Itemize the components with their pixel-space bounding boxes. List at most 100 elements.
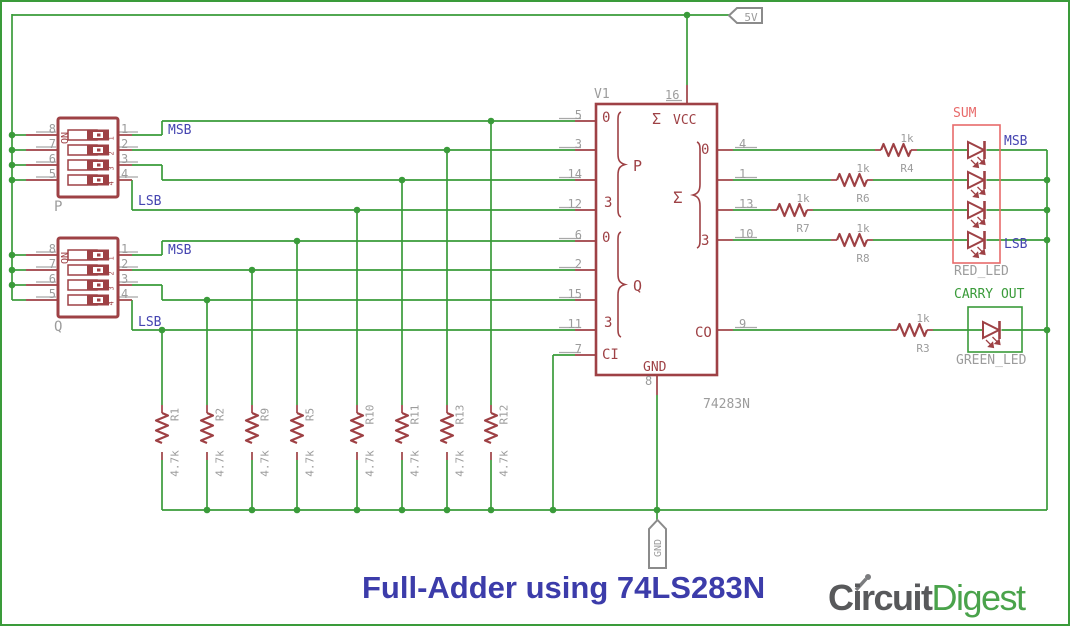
dip-q-on-label: ON	[60, 251, 71, 265]
p-group-brace	[617, 111, 629, 218]
resistor-value: 1k	[856, 162, 870, 175]
net-label-sum-lsb: LSB	[1004, 237, 1028, 252]
ic-vcc-label: VCC	[673, 113, 697, 128]
ic-pin-number: 2	[574, 257, 582, 271]
brand-logo: CircuitDigest	[828, 577, 1027, 618]
ic-pin-number: 3	[574, 137, 582, 151]
resistor-value: 4.7k	[497, 450, 511, 477]
junction-dots	[8, 11, 1051, 514]
sum-block-label: SUM	[953, 106, 977, 121]
dip-p-slider-digit: 2	[107, 151, 116, 156]
sum-led-box	[952, 124, 1001, 264]
dip-p-pin-number: 2	[121, 137, 129, 151]
dip-q-pin-number: 1	[121, 242, 129, 256]
dip-switch-p	[56, 116, 120, 199]
resistor-value: 1k	[796, 192, 810, 205]
ic-q-group-last: 3	[604, 315, 613, 331]
ic-pin-number: 10	[739, 227, 754, 241]
resistor-name: R11	[408, 404, 422, 425]
ic-designator: V1	[594, 87, 610, 102]
ic-sum-group-label: Σ	[673, 188, 683, 207]
resistor-name: R2	[213, 407, 227, 422]
dip-q-pin-number: 7	[48, 257, 56, 271]
net-label-q-lsb: LSB	[138, 315, 162, 330]
net-label-sum-msb: MSB	[1004, 134, 1028, 149]
dip-q-slider-digit: 4	[107, 301, 116, 306]
ic-sum-group-first: 0	[701, 142, 710, 158]
gnd-flag-label: GND	[653, 538, 664, 558]
wire-nets	[11, 14, 1048, 520]
ic-ci-label: CI	[602, 347, 619, 363]
dip-q-slider-digit: 2	[107, 271, 116, 276]
sum-device-name: RED_LED	[954, 264, 1009, 279]
dip-p-pin-number: 6	[48, 152, 56, 166]
dip-q-slider-digit: 1	[107, 256, 116, 261]
resistor-value: 4.7k	[363, 450, 377, 477]
dip-switch-q	[56, 236, 120, 319]
ic-pin-number: 4	[739, 137, 747, 151]
logo-screwdriver-icon	[854, 574, 871, 592]
sum-group-brace	[689, 141, 701, 249]
resistor-value: 4.7k	[258, 450, 272, 477]
ic-74283n-body	[594, 102, 719, 377]
ic-part-number: 74283N	[703, 397, 750, 412]
resistor-value: 1k	[916, 312, 930, 325]
dip-p-pin-number: 3	[121, 152, 129, 166]
dip-q-pin-number: 4	[121, 287, 129, 301]
ic-co-label: CO	[695, 325, 712, 341]
ic-q-group-first: 0	[602, 230, 611, 246]
logo-digest: Digest	[931, 577, 1027, 618]
dip-p-slider-digit: 1	[107, 136, 116, 141]
ic-q-group-label: Q	[633, 277, 643, 295]
ic-p-group-label: P	[633, 157, 643, 175]
sum-led-3	[968, 201, 985, 227]
dip-p-slider-digit: 3	[107, 166, 116, 171]
dip-q-pin-number: 2	[121, 257, 129, 271]
dip-p-pin-number: 7	[48, 137, 56, 151]
dip-p-pin-number: 4	[121, 167, 129, 181]
dip-q-pin-number: 3	[121, 272, 129, 286]
resistor-name: R1	[168, 407, 182, 422]
sum-led-lsb	[968, 231, 985, 257]
component-pin-stubs	[26, 85, 933, 460]
ic-pin-number: 14	[567, 167, 582, 181]
dip-q-pin-number: 8	[48, 242, 56, 256]
q-group-brace	[617, 231, 629, 338]
ic-pin-number: 1	[739, 167, 747, 181]
vcc-flag	[727, 7, 763, 24]
resistor-name: R4	[900, 162, 914, 175]
vcc-flag-label: 5V	[744, 11, 758, 24]
sum-led-2	[968, 171, 985, 197]
ic-sigma-symbol: Σ	[652, 110, 662, 128]
ic-p-group-last: 3	[604, 195, 613, 211]
net-label-q-msb: MSB	[168, 243, 192, 258]
ic-pin-number: 7	[574, 342, 582, 356]
ic-pin-number-vcc: 16	[665, 88, 680, 102]
resistor-name: R10	[363, 404, 377, 425]
ic-pin-number: 6	[574, 228, 582, 242]
ic-pin-number: 11	[567, 317, 582, 331]
carry-block-label: CARRY OUT	[954, 287, 1025, 302]
resistor-name: R7	[796, 222, 810, 235]
dip-p-pin-number: 8	[48, 122, 56, 136]
resistor-name: R9	[258, 407, 272, 422]
sum-led-msb	[968, 141, 985, 167]
dip-q-name: Q	[54, 319, 63, 335]
carry-led	[983, 321, 1000, 347]
dip-p-pin-number: 1	[121, 122, 129, 136]
resistor-value: 4.7k	[408, 450, 422, 477]
net-label-p-msb: MSB	[168, 123, 192, 138]
dip-p-name: P	[54, 199, 63, 215]
resistor-value: 4.7k	[303, 450, 317, 477]
resistor-value: 4.7k	[168, 450, 182, 477]
net-label-p-lsb: LSB	[138, 194, 162, 209]
resistor-name: R13	[453, 404, 467, 425]
dip-p-on-label: ON	[60, 131, 71, 145]
ic-pin-number: 13	[739, 197, 754, 211]
gnd-flag	[648, 518, 667, 569]
pulldown-resistor-symbols	[154, 411, 499, 445]
schematic-title: Full-Adder using 74LS283N	[362, 570, 766, 605]
ic-pin-number: 5	[574, 108, 582, 122]
